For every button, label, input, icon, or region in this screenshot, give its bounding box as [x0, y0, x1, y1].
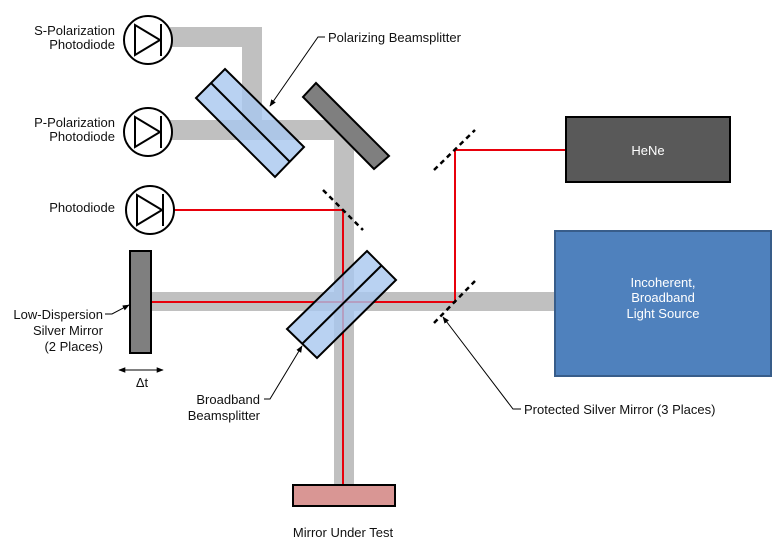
broadband-beam-s-horizontal	[170, 27, 262, 47]
p-photodiode-label-1: P-Polarization	[34, 115, 115, 130]
polarizing-beamsplitter	[194, 67, 306, 179]
broadband-beamsplitter-leader-arrow-icon	[264, 345, 303, 400]
light-source-label-2: Broadband	[631, 290, 695, 305]
low-dispersion-silver-mirror	[129, 250, 152, 354]
low-dispersion-leader-arrow-icon	[105, 304, 130, 315]
polarizing-beamsplitter-label: Polarizing Beamsplitter	[328, 30, 462, 45]
light-source-label-3: Light Source	[627, 306, 700, 321]
light-source-label-1: Incoherent,	[630, 275, 695, 290]
hene-label: HeNe	[631, 143, 664, 158]
protected-mirror-1	[322, 189, 364, 231]
p-photodiode-label-2: Photodiode	[49, 129, 115, 144]
delta-t-label: Δt	[136, 375, 149, 390]
protected-mirror-2	[433, 129, 476, 171]
protected-mirror-leader-arrow-icon	[442, 316, 521, 410]
hene-laser-box	[565, 116, 731, 183]
broadband-beamsplitter-label-1: Broadband	[196, 392, 260, 407]
protected-mirror-3	[433, 280, 476, 324]
laser-beam-hene	[151, 149, 566, 303]
low-dispersion-label-2: Silver Mirror	[33, 323, 104, 338]
broadband-beamsplitter-label-2: Beamsplitter	[188, 408, 261, 423]
broadband-beamsplitter	[285, 249, 398, 360]
polarizing-beamsplitter-leader-arrow-icon	[269, 36, 325, 107]
p-photodiode-icon	[123, 107, 173, 157]
low-dispersion-label-1: Low-Dispersion	[13, 307, 103, 322]
photodiode-label: Photodiode	[49, 200, 115, 215]
protected-silver-mirror-label: Protected Silver Mirror (3 Places)	[524, 402, 715, 417]
s-photodiode-label-1: S-Polarization	[34, 23, 115, 38]
s-photodiode-icon	[123, 15, 173, 65]
low-dispersion-label-3: (2 Places)	[44, 339, 103, 354]
protected-silver-mirrors	[322, 129, 476, 324]
s-photodiode-label-2: Photodiode	[49, 37, 115, 52]
photodiode-icon	[125, 185, 175, 235]
mirror-under-test-label: Mirror Under Test	[293, 525, 394, 540]
mirror-under-test	[292, 484, 396, 507]
fold-mirror-dark	[301, 81, 391, 171]
light-source-box	[554, 230, 772, 377]
